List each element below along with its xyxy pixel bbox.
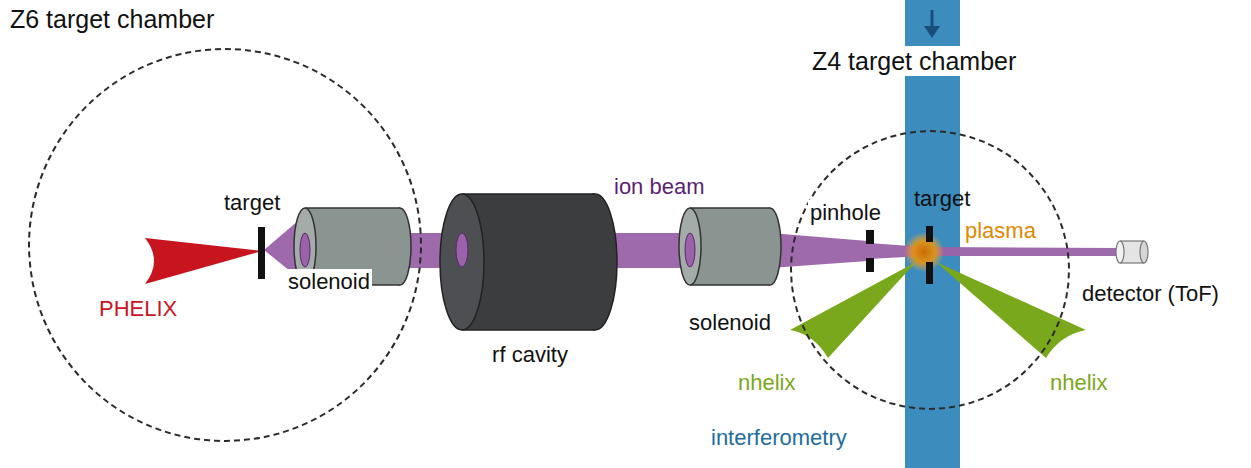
pinhole-label: pinhole [808,200,883,226]
target-foil [926,262,933,284]
solenoid-label-box: solenoid [675,205,785,336]
laser-label: nhelix [736,370,797,396]
nhelix-laser [936,262,1086,358]
solenoid-label-box: solenoid [269,159,389,295]
phelix-laser [145,238,262,284]
pinhole-aperture [866,230,874,244]
probe-arrow [931,10,934,28]
chamber-outline: Z6 target chambersolenoid [28,48,422,442]
rf-cavity-label-box: rf cavity [440,190,620,368]
text-label: Z4 target chamber [810,46,1018,76]
target-foil [926,226,933,242]
plasma-glow [904,232,944,272]
text-label: Z6 target chamber [8,4,216,34]
pinhole-aperture [866,258,874,272]
laser-label: nhelix [1048,370,1109,396]
plasma-label: plasma [963,218,1038,244]
beam-label: ion beam [612,174,707,200]
laser-label: PHELIX [97,296,179,322]
target-label: target [222,190,282,216]
detector-label: detector (ToF) [1080,281,1221,307]
text-label: solenoid [687,310,773,336]
chamber-outline: Z4 target chamber [790,130,1070,410]
nhelix-laser [790,262,916,358]
rf-cavity-symbol [440,194,617,330]
text-label: solenoid [286,269,372,295]
target-label: target [912,186,972,212]
target-foil [258,227,265,279]
text-label: rf cavity [490,342,570,368]
solenoid-symbol [679,208,781,285]
tof-detector [1116,241,1148,263]
text-label: interferometry [709,425,849,451]
probe-arrow-head [924,26,940,38]
